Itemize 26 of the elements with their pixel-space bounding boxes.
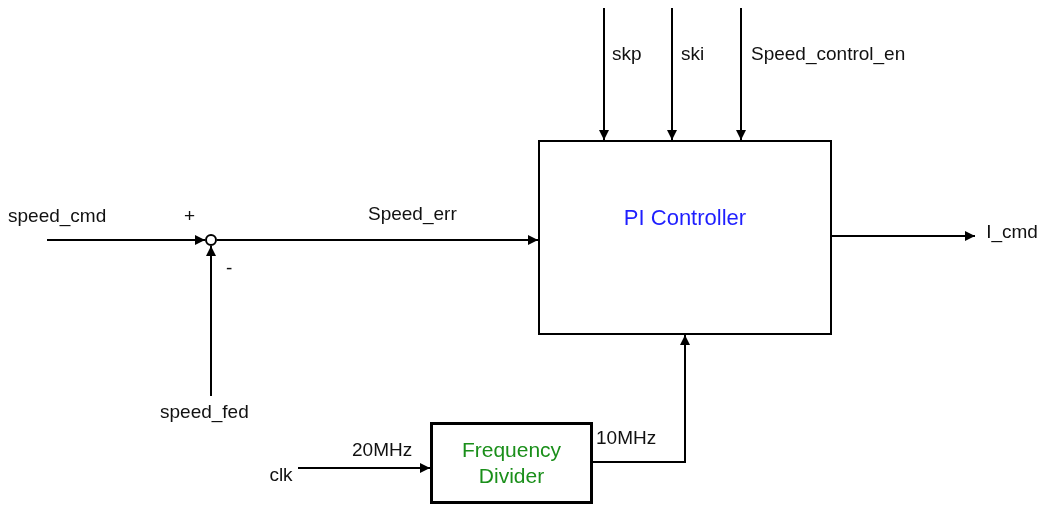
sign-label: - <box>226 258 233 277</box>
block-box <box>538 140 832 335</box>
arrow <box>736 7 746 141</box>
arrow <box>667 7 677 141</box>
arrow <box>46 235 206 245</box>
edge-label: 10MHz <box>596 428 657 447</box>
arrow <box>599 7 609 141</box>
signal-name: I_cmd <box>975 222 1045 250</box>
sign-label: + <box>184 206 196 225</box>
summing-junction <box>205 234 217 246</box>
signal-name: speed_cmd <box>8 206 132 240</box>
signal-name: clk <box>264 452 298 484</box>
edge-label: skp <box>612 44 642 63</box>
block-box <box>430 422 593 504</box>
arrow <box>592 334 690 463</box>
edge-label: 20MHz <box>352 440 413 459</box>
edge-label: Speed_err <box>368 204 457 223</box>
block-title: PI Controller <box>623 204 747 232</box>
arrow <box>206 245 216 397</box>
arrow <box>216 235 539 245</box>
arrow <box>831 231 976 241</box>
edge-label: Speed_control_en <box>751 44 906 63</box>
arrow <box>297 463 431 473</box>
edge-label: ski <box>681 44 705 63</box>
block-title: Frequency Divider <box>460 437 563 489</box>
signal-name: speed_fed <box>160 396 264 426</box>
